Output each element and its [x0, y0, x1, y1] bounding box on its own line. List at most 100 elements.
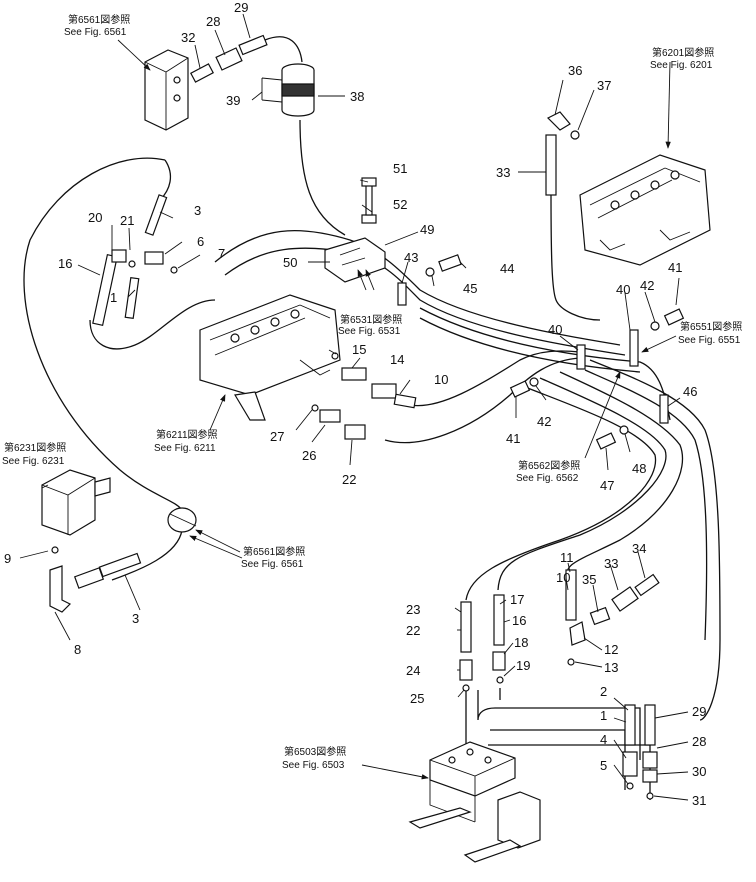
- accumulator: [261, 63, 315, 117]
- callout-12: 12: [604, 642, 618, 657]
- callout-8: 8: [74, 642, 81, 657]
- callout-19: 19: [516, 658, 530, 673]
- callout-28: 28: [692, 734, 706, 749]
- callout-23: 23: [406, 602, 420, 617]
- callout-47: 47: [600, 478, 614, 493]
- callout-labels: 29 28 32 38 39 36 37 33 51 52 49 50 43 4…: [4, 0, 706, 808]
- ref-6551-jp: 第6551図参照: [680, 320, 742, 333]
- callout-4: 4: [600, 732, 607, 747]
- callout-50: 50: [283, 255, 297, 270]
- callout-27: 27: [270, 429, 284, 444]
- ref-6201-jp: 第6201図参照: [652, 46, 714, 59]
- callout-24: 24: [406, 663, 420, 678]
- callout-6: 6: [197, 234, 204, 249]
- callout-42: 42: [537, 414, 551, 429]
- callout-3: 3: [194, 203, 201, 218]
- clamp-bracket-49: [324, 177, 386, 283]
- callout-36: 36: [568, 63, 582, 78]
- callout-41: 41: [506, 431, 520, 446]
- callout-29: 29: [234, 0, 248, 15]
- callout-28: 28: [206, 14, 220, 29]
- callout-11: 11: [560, 550, 574, 565]
- callout-5: 5: [600, 758, 607, 773]
- ref-6562-en: See Fig. 6562: [516, 473, 579, 484]
- control-valve-6201: [579, 154, 711, 266]
- callout-33: 33: [496, 165, 510, 180]
- ref-6562-jp: 第6562図参照: [518, 459, 580, 472]
- fittings-mid: [92, 194, 417, 440]
- callout-41: 41: [668, 260, 682, 275]
- callout-33: 33: [604, 556, 618, 571]
- components: [41, 34, 711, 863]
- callout-22: 22: [406, 623, 420, 638]
- figure-references: 第6561図参照 See Fig. 6561 第6201図参照 See Fig.…: [2, 13, 742, 771]
- callout-9: 9: [4, 551, 11, 566]
- callout-35: 35: [582, 572, 596, 587]
- callout-1: 1: [600, 708, 607, 723]
- fittings-top-right: [545, 111, 580, 196]
- manifold-block-top-left: [144, 49, 189, 131]
- callout-51: 51: [393, 161, 407, 176]
- ref-6211-en: See Fig. 6211: [154, 443, 216, 454]
- callout-44: 44: [500, 261, 514, 276]
- callout-26: 26: [302, 448, 316, 463]
- clip-40b: [629, 329, 639, 367]
- callout-29: 29: [692, 704, 706, 719]
- callout-43: 43: [404, 250, 418, 265]
- ref-6201-en: See Fig. 6201: [650, 60, 713, 71]
- callout-18: 18: [514, 635, 528, 650]
- ref-6503-jp: 第6503図参照: [284, 745, 346, 758]
- manifold-block-6503: [408, 741, 541, 863]
- callout-22: 22: [342, 472, 356, 487]
- control-valve-6211: [199, 294, 341, 421]
- ref-6531-en: See Fig. 6531: [338, 326, 401, 337]
- ref-6551-en: See Fig. 6551: [678, 335, 741, 346]
- callout-13: 13: [604, 660, 618, 675]
- callout-16: 16: [512, 613, 526, 628]
- fittings-top: [190, 34, 268, 83]
- callout-3: 3: [132, 611, 139, 626]
- clip-40a: [576, 344, 586, 370]
- callout-48: 48: [632, 461, 646, 476]
- callout-10: 10: [556, 570, 570, 585]
- ref-6211-jp: 第6211図参照: [156, 428, 218, 441]
- callout-17: 17: [510, 592, 524, 607]
- clip-46: [659, 394, 669, 424]
- callout-49: 49: [420, 222, 434, 237]
- callout-20: 20: [88, 210, 102, 225]
- callout-25: 25: [410, 691, 424, 706]
- callout-34: 34: [632, 541, 646, 556]
- bolts: [425, 254, 685, 450]
- callout-1: 1: [110, 290, 117, 305]
- valve-6231: [41, 469, 111, 536]
- fittings-lower: [49, 546, 660, 800]
- callout-45: 45: [463, 281, 477, 296]
- clip-43: [397, 282, 407, 306]
- callout-21: 21: [120, 213, 134, 228]
- callout-39: 39: [226, 93, 240, 108]
- ref-6503-en: See Fig. 6503: [282, 760, 345, 771]
- callout-32: 32: [181, 30, 195, 45]
- callout-2: 2: [600, 684, 607, 699]
- callout-40: 40: [548, 322, 562, 337]
- callout-16: 16: [58, 256, 72, 271]
- hose-lines: [23, 36, 721, 800]
- callout-38: 38: [350, 89, 364, 104]
- ref-6561-lower-en: See Fig. 6561: [241, 559, 304, 570]
- callout-7: 7: [218, 246, 225, 261]
- leader-lines: [19, 13, 689, 801]
- ref-6231-en: See Fig. 6231: [2, 456, 65, 467]
- callout-31: 31: [692, 793, 706, 808]
- ref-6531-jp: 第6531図参照: [340, 313, 402, 326]
- ref-6561-top-jp: 第6561図参照: [68, 13, 130, 26]
- clamp-6561: [167, 507, 197, 533]
- callout-46: 46: [683, 384, 697, 399]
- callout-42: 42: [640, 278, 654, 293]
- ref-6561-lower-jp: 第6561図参照: [243, 545, 305, 558]
- ref-6231-jp: 第6231図参照: [4, 441, 66, 454]
- callout-14: 14: [390, 352, 404, 367]
- callout-40: 40: [616, 282, 630, 297]
- callout-52: 52: [393, 197, 407, 212]
- ref-6561-top-en: See Fig. 6561: [64, 27, 127, 38]
